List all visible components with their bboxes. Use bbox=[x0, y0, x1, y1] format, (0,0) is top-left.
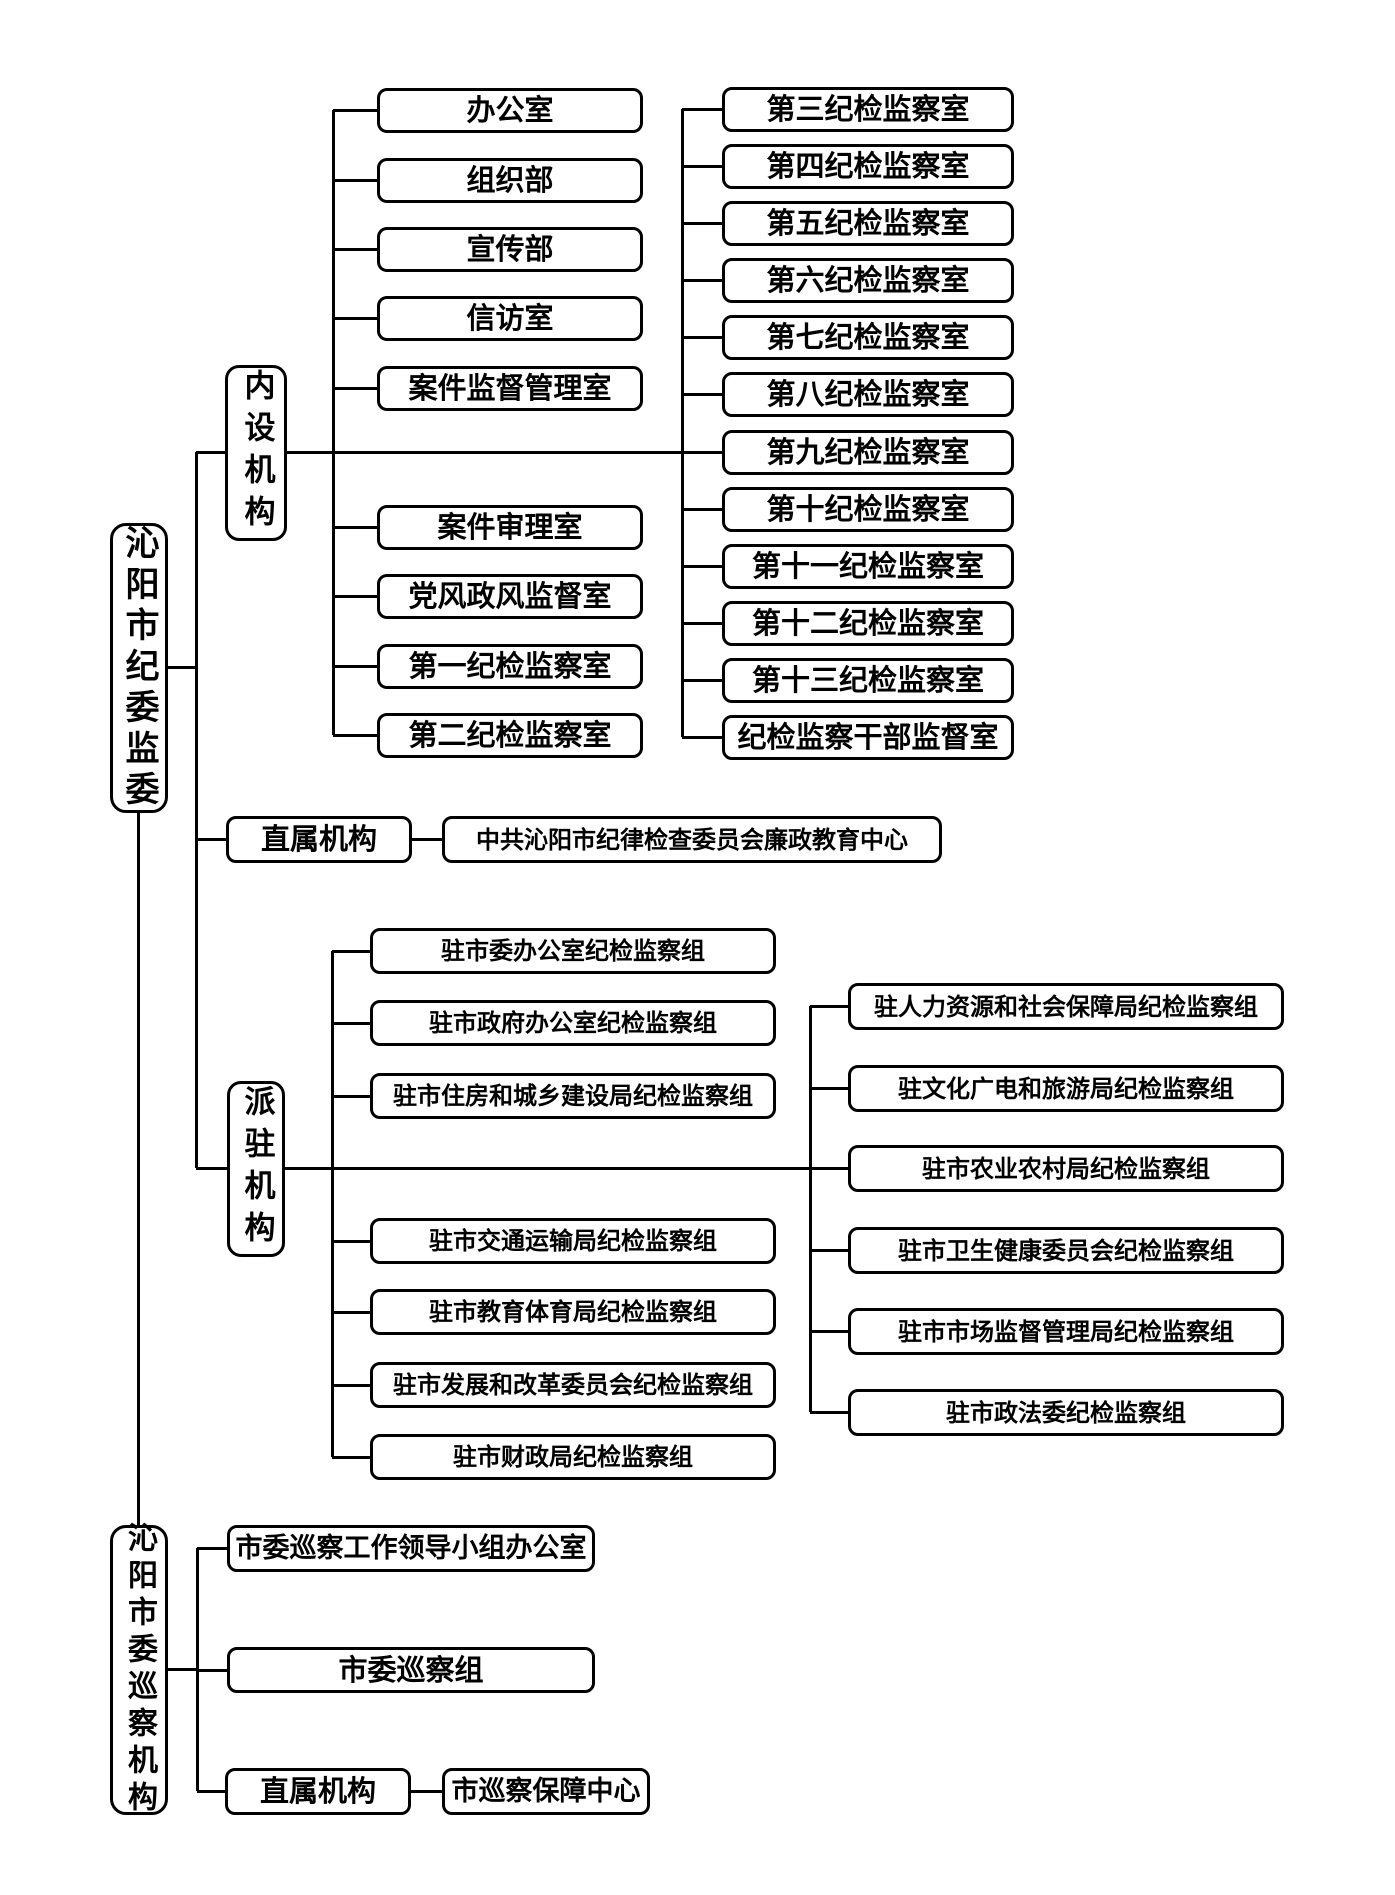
connector-line bbox=[682, 107, 722, 111]
connector-line bbox=[810, 1248, 848, 1252]
neishe-left-box-0: 办公室 bbox=[377, 88, 643, 133]
connector-line bbox=[333, 525, 377, 529]
connector-line bbox=[332, 949, 370, 953]
neishe-left-box-1: 组织部 bbox=[377, 158, 643, 203]
neishe-right-box-4: 第七纪检监察室 bbox=[722, 315, 1014, 360]
connector-line bbox=[412, 837, 442, 841]
connector-line bbox=[682, 392, 722, 396]
connector-line bbox=[168, 1667, 197, 1671]
connector-line bbox=[810, 1329, 848, 1333]
connector-line bbox=[680, 109, 684, 737]
connector-line bbox=[194, 452, 198, 1168]
connector-line bbox=[810, 1086, 848, 1090]
neishe-left-box-3: 信访室 bbox=[377, 296, 643, 341]
paizhu-left-box-6: 驻市财政局纪检监察组 bbox=[370, 1434, 776, 1480]
connector-line bbox=[196, 837, 226, 841]
connector-line bbox=[333, 108, 377, 112]
neishe-right-box-1: 第四纪检监察室 bbox=[722, 144, 1014, 189]
neishe-right-box-10: 第十三纪检监察室 bbox=[722, 658, 1014, 703]
root-box-jiwei-jianwei: 沁阳市纪委监委 bbox=[110, 523, 168, 813]
xuncha-support-center-box: 市巡察保障中心 bbox=[442, 1768, 650, 1815]
connector-line bbox=[330, 951, 334, 1457]
connector-line bbox=[810, 1166, 848, 1170]
connector-line bbox=[682, 278, 722, 282]
lianzheng-center-box: 中共沁阳市纪律检查委员会廉政教育中心 bbox=[442, 816, 942, 863]
paizhu-left-box-3: 驻市交通运输局纪检监察组 bbox=[370, 1218, 776, 1264]
connector-line bbox=[287, 450, 722, 454]
neishe-right-box-11: 纪检监察干部监督室 bbox=[722, 715, 1014, 760]
connector-line bbox=[333, 664, 377, 668]
neishe-right-box-6: 第九纪检监察室 bbox=[722, 430, 1014, 475]
neishe-right-box-3: 第六纪检监察室 bbox=[722, 258, 1014, 303]
root-box-xuncha-jigou: 沁阳市委巡察机构 bbox=[110, 1522, 168, 1818]
connector-line bbox=[197, 1789, 225, 1793]
connector-line bbox=[682, 335, 722, 339]
connector-line bbox=[682, 564, 722, 568]
connector-line bbox=[682, 507, 722, 511]
connector-line bbox=[810, 1410, 848, 1414]
xuncha-group-box: 市委巡察组 bbox=[227, 1647, 595, 1693]
connector-line bbox=[196, 450, 225, 454]
neishe-right-box-8: 第十一纪检监察室 bbox=[722, 544, 1014, 589]
connector-line bbox=[331, 110, 335, 735]
neishe-left-box-2: 宣传部 bbox=[377, 227, 643, 272]
xuncha-office-box: 市委巡察工作领导小组办公室 bbox=[227, 1525, 595, 1572]
connector-line bbox=[332, 1455, 370, 1459]
paizhu-left-box-4: 驻市教育体育局纪检监察组 bbox=[370, 1289, 776, 1335]
connector-line bbox=[196, 1166, 227, 1170]
paizhu-right-box-5: 驻市政法委纪检监察组 bbox=[848, 1389, 1284, 1436]
connector-line bbox=[333, 594, 377, 598]
connector-line bbox=[332, 1021, 370, 1025]
neishe-left-box-6: 党风政风监督室 bbox=[377, 574, 643, 619]
paizhu-left-box-5: 驻市发展和改革委员会纪检监察组 bbox=[370, 1362, 776, 1408]
connector-line bbox=[411, 1789, 442, 1793]
neishe-right-box-9: 第十二纪检监察室 bbox=[722, 601, 1014, 646]
connector-line bbox=[682, 678, 722, 682]
connector-line bbox=[682, 735, 722, 739]
paizhu-right-box-3: 驻市卫生健康委员会纪检监察组 bbox=[848, 1227, 1284, 1274]
category-box-zhishu-top: 直属机构 bbox=[226, 816, 412, 863]
connector-line bbox=[332, 1383, 370, 1387]
connector-line bbox=[808, 1006, 812, 1412]
neishe-right-box-2: 第五纪检监察室 bbox=[722, 201, 1014, 246]
neishe-left-box-7: 第一纪检监察室 bbox=[377, 644, 643, 689]
connector-line bbox=[333, 178, 377, 182]
connector-line bbox=[333, 386, 377, 390]
paizhu-left-box-2: 驻市住房和城乡建设局纪检监察组 bbox=[370, 1073, 776, 1119]
connector-line bbox=[197, 1546, 227, 1550]
category-box-paizhu: 派驻机构 bbox=[227, 1081, 285, 1257]
connector-line bbox=[332, 1094, 370, 1098]
neishe-left-box-8: 第二纪检监察室 bbox=[377, 713, 643, 758]
paizhu-left-box-1: 驻市政府办公室纪检监察组 bbox=[370, 1000, 776, 1046]
connector-line bbox=[333, 316, 377, 320]
neishe-left-box-5: 案件审理室 bbox=[377, 505, 643, 550]
neishe-right-box-5: 第八纪检监察室 bbox=[722, 372, 1014, 417]
connector-line bbox=[332, 1239, 370, 1243]
category-box-neishe: 内设机构 bbox=[225, 365, 287, 541]
paizhu-right-box-0: 驻人力资源和社会保障局纪检监察组 bbox=[848, 983, 1284, 1030]
connector-line bbox=[197, 1668, 227, 1672]
paizhu-right-box-2: 驻市农业农村局纪检监察组 bbox=[848, 1145, 1284, 1192]
connector-line bbox=[333, 733, 377, 737]
connector-line bbox=[682, 621, 722, 625]
paizhu-right-box-1: 驻文化广电和旅游局纪检监察组 bbox=[848, 1065, 1284, 1112]
connector-line bbox=[682, 164, 722, 168]
neishe-right-box-7: 第十纪检监察室 bbox=[722, 487, 1014, 532]
connector-line bbox=[285, 1166, 848, 1170]
neishe-left-box-4: 案件监督管理室 bbox=[377, 366, 643, 411]
connector-line bbox=[682, 221, 722, 225]
connector-line bbox=[332, 1310, 370, 1314]
connector-line bbox=[810, 1004, 848, 1008]
paizhu-left-box-0: 驻市委办公室纪检监察组 bbox=[370, 928, 776, 974]
category-box-zhishu-bottom: 直属机构 bbox=[225, 1768, 411, 1815]
neishe-right-box-0: 第三纪检监察室 bbox=[722, 87, 1014, 132]
connector-line bbox=[136, 813, 140, 1525]
connector-line bbox=[168, 665, 196, 669]
paizhu-right-box-4: 驻市市场监督管理局纪检监察组 bbox=[848, 1308, 1284, 1355]
connector-line bbox=[333, 247, 377, 251]
